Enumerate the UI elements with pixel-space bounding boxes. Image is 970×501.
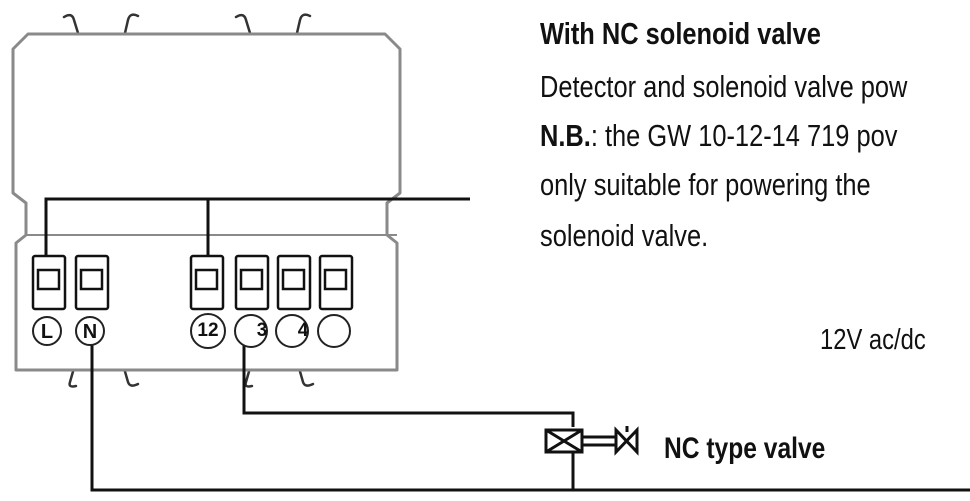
wires xyxy=(44,197,970,492)
terminal-label-12: 12 xyxy=(197,320,218,341)
valve-label: NC type valve xyxy=(664,432,826,465)
wire-supply-L xyxy=(44,197,470,255)
terminal-screw-5 xyxy=(317,314,351,348)
terminal-blocks xyxy=(31,254,354,311)
terminal-block-5 xyxy=(318,254,354,311)
terminal-block-N xyxy=(74,254,110,311)
terminal-screw-L xyxy=(32,316,62,346)
description-line-4: solenoid valve. xyxy=(540,218,709,253)
terminal-label-4: 4 xyxy=(298,320,309,341)
terminal-panel-outline xyxy=(15,234,397,244)
diagram-title: With NC solenoid valve xyxy=(540,16,821,51)
terminal-block-L xyxy=(31,254,67,311)
description-line-2: N.B.: the GW 10-12-14 719 pov xyxy=(540,118,897,154)
terminal-label-N: N xyxy=(83,321,97,343)
terminal-screw-3 xyxy=(234,314,268,348)
nb-text: : the GW 10-12-14 719 pov xyxy=(590,118,898,153)
wire-neutral xyxy=(90,345,970,492)
terminal-screw-N xyxy=(75,316,105,346)
terminal-block-4 xyxy=(276,254,312,311)
description-line-1: Detector and solenoid valve pow xyxy=(540,69,908,104)
mounting-clips xyxy=(62,13,315,388)
terminal-screws xyxy=(32,313,351,349)
terminal-label-L: L xyxy=(41,321,53,343)
terminal-block-3 xyxy=(234,254,270,311)
nc-solenoid-valve-symbol xyxy=(544,426,639,456)
terminal-block-12 xyxy=(189,254,225,311)
terminal-screw-4 xyxy=(275,314,309,348)
terminal-label-3: 3 xyxy=(257,320,268,341)
description-line-3: only suitable for powering the xyxy=(540,167,871,202)
terminal-screw-12 xyxy=(190,313,226,349)
wire-terminal-3 xyxy=(242,345,575,427)
nb-label: N.B. xyxy=(540,118,591,153)
voltage-label: 12V ac/dc xyxy=(820,324,926,356)
